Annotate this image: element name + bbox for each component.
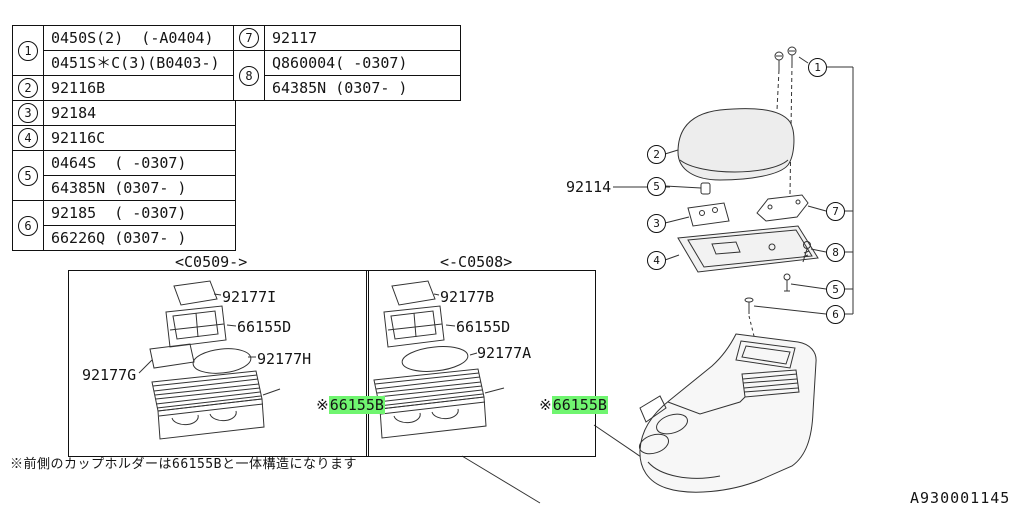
table-row: 2 92116B xyxy=(13,76,235,101)
part-number: 92185 ( -0307) xyxy=(44,201,235,226)
part-label-92177H: 92177H xyxy=(257,350,312,368)
part-number: 92117 xyxy=(265,26,460,50)
part-label-92114: 92114 xyxy=(566,178,612,196)
callout-8: 8 xyxy=(826,243,845,262)
part-number: 92116C xyxy=(44,126,235,150)
footnote-mark: ※ xyxy=(539,396,552,414)
callout-3: 3 xyxy=(647,214,666,233)
highlighted-part-66155B[interactable]: 66155B xyxy=(328,396,385,414)
callout-1: 1 xyxy=(808,58,827,77)
callout-4: 4 xyxy=(647,251,666,270)
part-label-92177B: 92177B xyxy=(440,288,495,306)
callout-7: 7 xyxy=(826,202,845,221)
part-number: 0451S＊C(3)(B0403-) xyxy=(44,51,235,75)
ref-num-6: 6 xyxy=(18,215,38,236)
part-label-66155D: 66155D xyxy=(237,318,292,336)
part-number: 64385N (0307- ) xyxy=(265,76,460,100)
ref-table-right: 7 92117 8 Q860004( -0307) 64385N (0307- … xyxy=(233,25,461,101)
ref-num-5: 5 xyxy=(18,165,38,186)
part-number: 92116B xyxy=(44,76,235,100)
ref-table-left: 1 0450S(2) (-A0404) 0451S＊C(3)(B0403-) 2… xyxy=(12,25,236,251)
variant-box-c0509 xyxy=(68,270,369,457)
callout-5a: 5 xyxy=(647,177,666,196)
part-label-92177A: 92177A xyxy=(477,344,532,362)
table-row: 8 Q860004( -0307) 64385N (0307- ) xyxy=(234,51,460,100)
callout-2: 2 xyxy=(647,145,666,164)
part-number: 0464S ( -0307) xyxy=(44,151,235,176)
footnote-mark: ※ xyxy=(316,396,329,414)
table-row: 6 92185 ( -0307) 66226Q (0307- ) xyxy=(13,201,235,250)
callout-6: 6 xyxy=(826,305,845,324)
variant-title-c0509: <C0509-> xyxy=(175,253,248,271)
ref-num-2: 2 xyxy=(18,78,38,98)
ref-num-3: 3 xyxy=(18,103,38,123)
part-label-92177I: 92177I xyxy=(222,288,277,306)
part-number: 64385N (0307- ) xyxy=(44,176,235,200)
table-row: 5 0464S ( -0307) 64385N (0307- ) xyxy=(13,151,235,201)
variant-box-c0508 xyxy=(366,270,596,457)
table-row: 7 92117 xyxy=(234,26,460,51)
table-row: 1 0450S(2) (-A0404) 0451S＊C(3)(B0403-) xyxy=(13,26,235,76)
console-body xyxy=(638,333,817,493)
part-label-66155D-2: 66155D xyxy=(456,318,511,336)
variant-title-c0508: <-C0508> xyxy=(440,253,513,271)
part-label-66155B-c0508: ※66155B xyxy=(503,378,608,432)
ref-num-8: 8 xyxy=(239,65,259,86)
exploded-assembly xyxy=(613,46,854,337)
table-row: 3 92184 xyxy=(13,101,235,126)
ref-num-7: 7 xyxy=(239,28,259,48)
document-id: A930001145 xyxy=(910,489,1011,507)
ref-num-1: 1 xyxy=(18,40,38,61)
part-label-92177G: 92177G xyxy=(82,366,137,384)
part-number: 92184 xyxy=(44,101,235,125)
callout-5b: 5 xyxy=(826,280,845,299)
table-row: 4 92116C xyxy=(13,126,235,151)
part-number: 66226Q (0307- ) xyxy=(44,226,235,250)
part-number: 0450S(2) (-A0404) xyxy=(44,26,235,51)
ref-num-4: 4 xyxy=(18,128,38,148)
box1-parts xyxy=(138,280,281,440)
footnote-text: ※前側のカップホルダーは66155Bと一体構造になります xyxy=(10,457,357,472)
highlighted-part-66155B[interactable]: 66155B xyxy=(551,396,608,414)
part-number: Q860004( -0307) xyxy=(265,51,460,76)
part-label-66155B-c0509: ※66155B xyxy=(280,378,385,432)
